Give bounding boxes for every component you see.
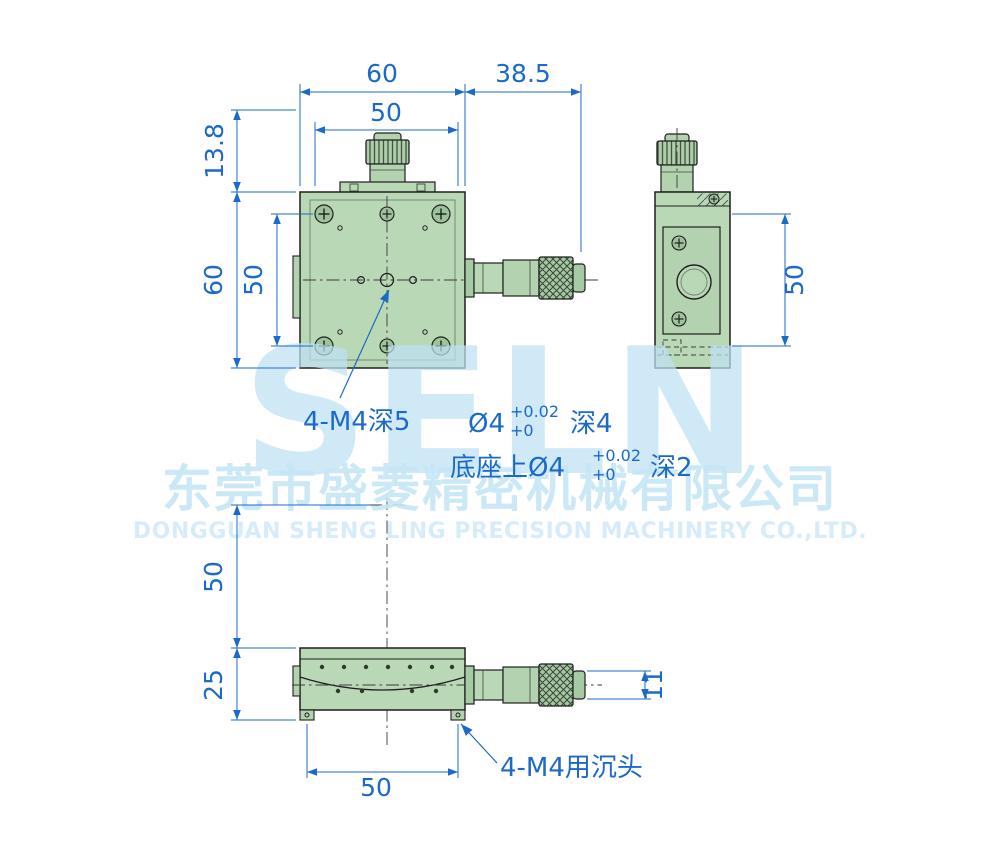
counterbore-foot-right [450, 709, 466, 721]
top-view-adjust-knob [339, 132, 436, 194]
knob-knurl [365, 139, 410, 165]
dim-top-inner-width: 50 [370, 98, 402, 127]
watermark-logo: SELN [242, 312, 762, 515]
note-pin-hole-tol-lower: +0 [510, 421, 534, 440]
dim-spindle-tip-height: 11 [639, 669, 668, 701]
dim-side-mount-pitch: 50 [780, 264, 809, 296]
dim-front-hole-pitch: 50 [360, 773, 392, 802]
watermark-company-cn: 东莞市盛菱精密机械有限公司 [162, 460, 838, 518]
top-view-micrometer [464, 256, 586, 300]
micrometer-knurl [538, 256, 574, 300]
front-view-stage-body [299, 647, 466, 711]
front-view [292, 497, 602, 748]
front-view-micrometer [464, 663, 586, 707]
dim-knob-offset: 13.8 [200, 123, 229, 179]
slide-arc [299, 676, 466, 691]
dim-left-height: 60 [199, 264, 228, 296]
note-base-hole-tol-upper: +0.02 [592, 446, 641, 465]
watermark: SELN 东莞市盛菱精密机械有限公司 DONGGUAN SHENG LING P… [133, 312, 867, 544]
note-tapped-holes: 4-M4深5 [303, 407, 410, 437]
note-pin-hole-depth: 深4 [570, 409, 613, 439]
micrometer-knurl [538, 663, 574, 707]
center-pin-hole [379, 272, 395, 288]
dim-micrometer-extension: 38.5 [495, 59, 551, 88]
counterbore-foot-left [299, 709, 315, 721]
dimension-layer: 60 38.5 50 13.8 60 50 50 50 25 50 11 4-M… [199, 59, 809, 802]
corner-screw [431, 204, 451, 224]
note-base-hole-prefix: 底座上Ø4 [450, 453, 565, 483]
plate-screw [671, 235, 687, 251]
edge-screw [379, 206, 395, 222]
top-view [292, 132, 598, 369]
side-bore [676, 264, 712, 300]
side-view [654, 128, 731, 369]
dim-left-inner-height: 50 [239, 264, 268, 296]
dim-front-thickness: 25 [199, 669, 228, 701]
note-base-hole-tol-lower: +0 [592, 465, 616, 484]
note-pin-hole-tol-upper: +0.02 [510, 402, 559, 421]
note-base-hole-depth: 深2 [650, 453, 693, 483]
watermark-company-en: DONGGUAN SHENG LING PRECISION MACHINERY … [133, 519, 867, 544]
dim-front-center-height: 50 [199, 561, 228, 593]
note-counterbore: 4-M4用沉头 [500, 753, 643, 783]
front-view-holes [319, 664, 455, 694]
corner-screw [314, 204, 334, 224]
top-view-side-tab [292, 255, 301, 319]
note-pin-hole-prefix: Ø4 [468, 409, 505, 439]
dim-top-width: 60 [366, 59, 398, 88]
top-screw [708, 193, 720, 205]
